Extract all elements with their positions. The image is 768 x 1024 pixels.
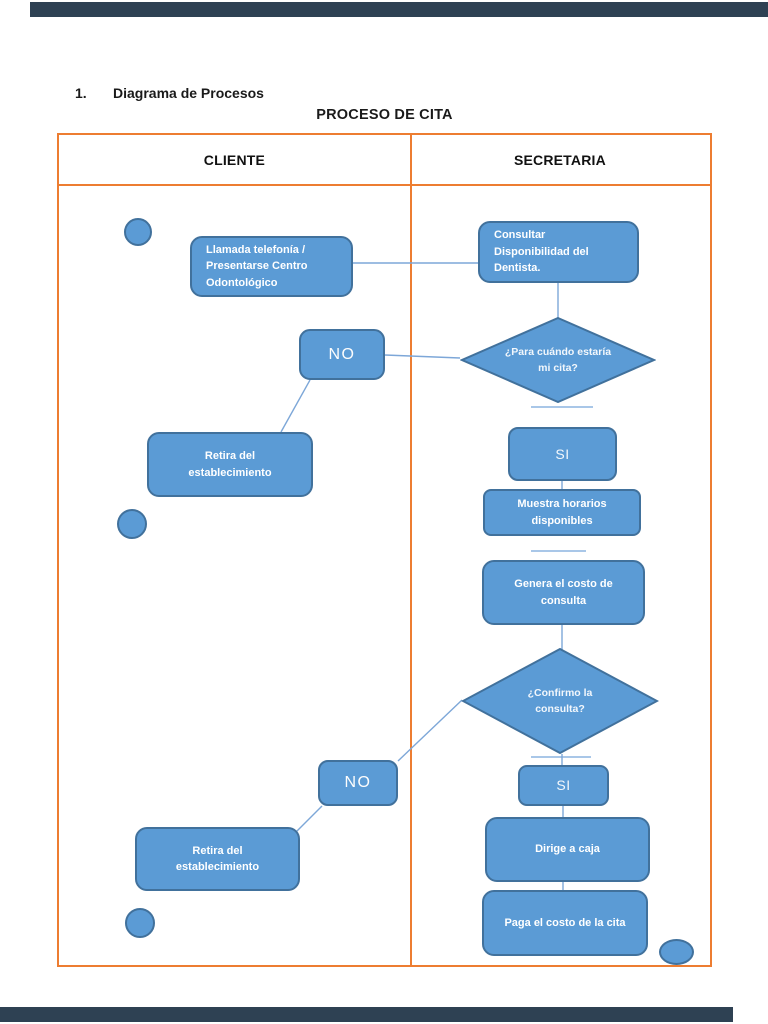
node-no-1-label: NO xyxy=(328,345,356,363)
lane-header-secretaria: SECRETARIA xyxy=(513,151,606,168)
node-si-1: SI xyxy=(508,427,617,481)
swimlane-header-row: CLIENTE SECRETARIA xyxy=(59,135,710,186)
lane-divider xyxy=(410,135,412,965)
node-retira-2: Retira del establecimiento xyxy=(135,827,300,891)
section-heading: 1. Diagrama de Procesos xyxy=(75,85,264,101)
end-ellipse xyxy=(659,939,694,965)
decision-confirmo: ¿Confirmo la consulta? xyxy=(461,648,659,754)
decision-para-cuando: ¿Para cuándo estaría mi cita? xyxy=(460,317,656,403)
node-paga-label: Paga el costo de la cita xyxy=(504,916,626,929)
diamond-shape-icon xyxy=(460,317,656,403)
diamond-shape-icon xyxy=(461,648,659,754)
end-circle-1 xyxy=(117,509,147,539)
swimlane-table: CLIENTE SECRETARIA xyxy=(57,133,712,967)
node-retira-2-label: Retira del establecimiento xyxy=(175,844,260,874)
node-consultar-label: Consultar Disponibilidad del Dentista. xyxy=(494,229,589,275)
node-no-2: NO xyxy=(318,760,398,806)
lane-header-cliente: CLIENTE xyxy=(203,151,266,168)
node-llamada: Llamada telefonía / Presentarse Centro O… xyxy=(190,236,353,297)
section-title: Diagrama de Procesos xyxy=(113,85,264,101)
node-paga: Paga el costo de la cita xyxy=(482,890,648,956)
node-genera: Genera el costo de consulta xyxy=(482,560,645,625)
page-top-bar xyxy=(30,2,768,17)
node-genera-label: Genera el costo de consulta xyxy=(514,578,613,607)
node-si-1-label: SI xyxy=(555,445,570,462)
node-dirige-label: Dirige a caja xyxy=(535,843,600,856)
node-muestra: Muestra horarios disponibles xyxy=(483,489,641,536)
decision-confirmo-label: ¿Confirmo la consulta? xyxy=(527,686,593,715)
end-circle-2 xyxy=(125,908,155,938)
page-bottom-bar xyxy=(0,1007,733,1022)
node-no-1: NO xyxy=(299,329,385,380)
node-consultar: Consultar Disponibilidad del Dentista. xyxy=(478,221,639,283)
section-number: 1. xyxy=(75,85,87,101)
node-si-2: SI xyxy=(518,765,609,806)
node-retira-1-label: Retira del establecimiento xyxy=(188,450,272,479)
node-si-2-label: SI xyxy=(556,777,571,793)
diagram-title: PROCESO DE CITA xyxy=(316,107,453,123)
node-muestra-label: Muestra horarios disponibles xyxy=(517,498,607,527)
start-circle xyxy=(124,218,152,246)
node-dirige: Dirige a caja xyxy=(485,817,650,882)
node-llamada-label: Llamada telefonía / Presentarse Centro O… xyxy=(206,243,308,289)
decision-para-cuando-label: ¿Para cuándo estaría mi cita? xyxy=(504,345,612,374)
node-no-2-label: NO xyxy=(344,774,372,791)
node-retira-1: Retira del establecimiento xyxy=(147,432,313,497)
